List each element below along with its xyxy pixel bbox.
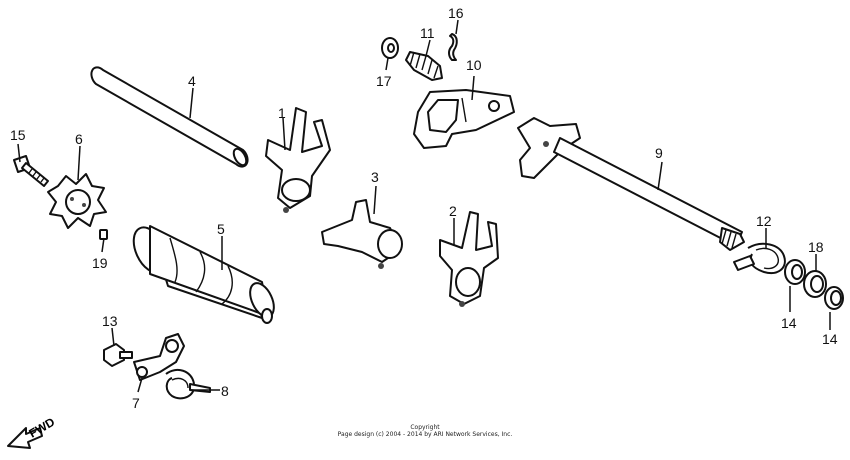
callout-13: 13 [102,313,118,329]
washer-14-b[interactable] [824,286,844,310]
callout-7: 7 [132,395,140,411]
dowel-pin[interactable] [99,229,108,240]
spring-pin[interactable] [448,33,458,61]
stopper-arm[interactable] [413,89,515,149]
callout-14a: 14 [781,315,797,331]
torsion-spring[interactable] [165,368,211,400]
callout-11: 11 [420,25,435,41]
shift-drum[interactable] [127,222,279,324]
bolt[interactable] [13,155,49,187]
shift-fork-1[interactable] [265,107,331,213]
callout-5: 5 [217,221,225,237]
return-spring[interactable] [733,242,786,274]
spring[interactable] [405,51,443,81]
callout-16: 16 [448,5,464,21]
callout-8: 8 [221,383,229,399]
callout-15: 15 [10,127,26,143]
copyright-footer: Copyright Page design (c) 2004 - 2014 by… [0,424,850,438]
shift-fork-3[interactable] [321,199,403,269]
callout-4: 4 [188,73,196,89]
callout-6: 6 [75,131,83,147]
callout-9: 9 [655,145,663,161]
leader-lines [17,19,831,393]
shift-fork-shaft[interactable] [90,66,249,168]
washer-14-a[interactable] [784,259,806,285]
bolt-13[interactable] [103,343,133,367]
callout-14b: 14 [822,331,838,347]
shift-fork-2[interactable] [439,211,499,307]
callout-numbers: 1 2 3 4 5 6 7 8 9 10 11 12 13 14 14 15 1… [10,5,838,411]
callout-17: 17 [376,73,392,89]
callout-1: 1 [278,105,286,121]
drum-star-plate[interactable] [47,173,107,229]
copyright-line-2: Page design (c) 2004 - 2014 by ARI Netwo… [337,431,513,438]
callout-19: 19 [92,255,108,271]
stopper-plate[interactable] [133,333,185,381]
oil-seal[interactable] [803,270,827,298]
callout-12: 12 [756,213,772,229]
callout-2: 2 [449,203,457,219]
copyright-line-1: Copyright [410,424,440,431]
callout-10: 10 [466,57,482,73]
callout-18: 18 [808,239,824,255]
callout-3: 3 [371,169,379,185]
gearshift-spindle[interactable] [517,117,745,251]
washer-small[interactable] [381,37,399,59]
